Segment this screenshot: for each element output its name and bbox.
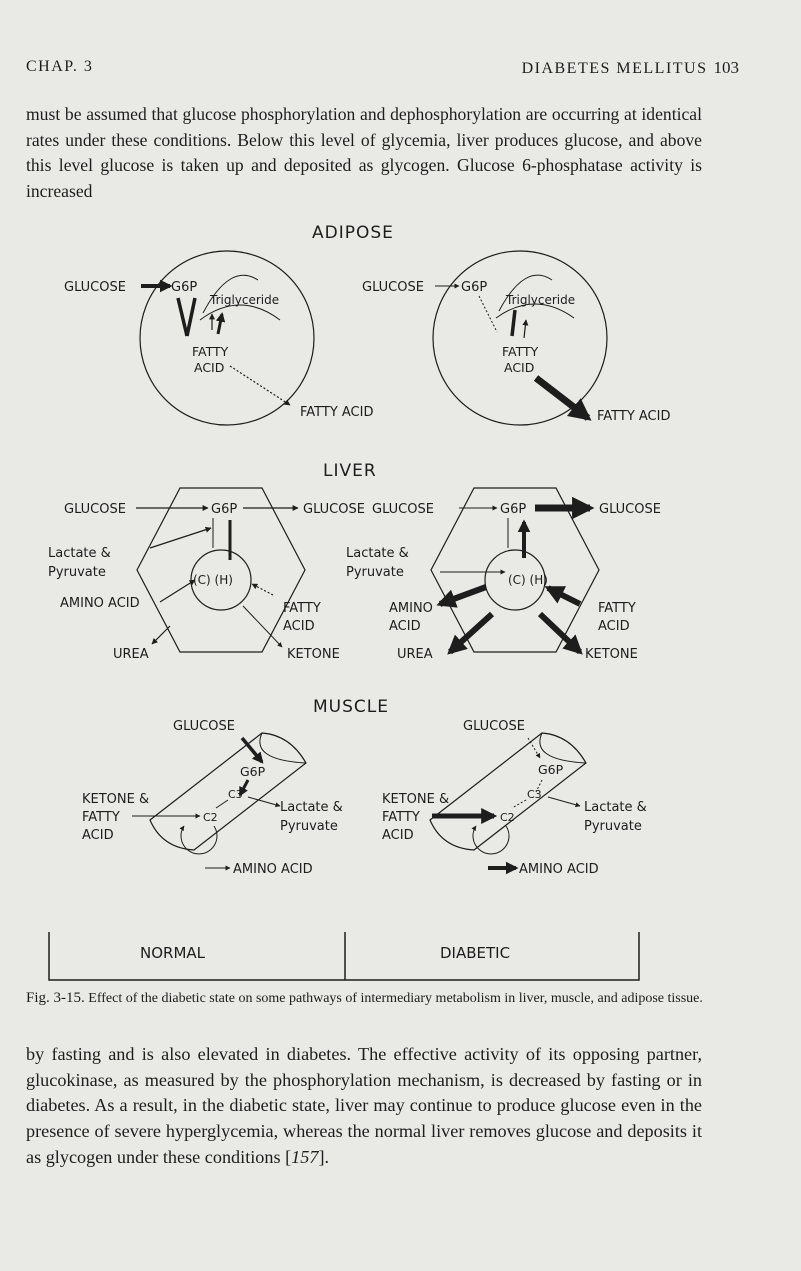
label-triglyceride: Triglyceride <box>209 293 279 307</box>
label-c3: C3 <box>228 788 243 801</box>
running-header-title: DIABETES MELLITUS 103 <box>522 58 739 78</box>
svg-text:GLUCOSE: GLUCOSE <box>303 502 365 517</box>
section-title-adipose: ADIPOSE <box>312 223 394 243</box>
paragraph-bottom-end: ]. <box>318 1146 330 1167</box>
svg-text:AMINO ACID: AMINO ACID <box>233 862 313 877</box>
arrow-fatty-acid-release-normal <box>229 365 291 406</box>
figure-caption: Fig. 3-15. Effect of the diabetic state … <box>26 988 716 1009</box>
label-glucose: GLUCOSE <box>64 280 126 295</box>
svg-text:UREA: UREA <box>397 647 433 662</box>
svg-text:Lactate &: Lactate & <box>280 800 343 815</box>
svg-text:ACID: ACID <box>283 619 315 634</box>
running-header-chapter: CHAP. 3 <box>26 58 94 75</box>
liver-diabetic-lobule <box>430 487 600 653</box>
svg-text:KETONE: KETONE <box>585 647 638 662</box>
svg-text:Lactate &: Lactate & <box>584 800 647 815</box>
svg-text:GLUCOSE: GLUCOSE <box>463 719 525 734</box>
body-paragraph-bottom: by fasting and is also elevated in diabe… <box>26 1042 702 1171</box>
label-g6p: G6P <box>171 280 197 295</box>
svg-text:GLUCOSE: GLUCOSE <box>362 280 424 295</box>
label-c2: C2 <box>203 811 218 824</box>
svg-text:ACID: ACID <box>382 828 414 843</box>
reference-number: 157 <box>291 1146 319 1167</box>
svg-text:FATTY: FATTY <box>382 810 420 825</box>
svg-text:Pyruvate: Pyruvate <box>280 819 338 834</box>
svg-text:FATTY: FATTY <box>502 344 539 359</box>
svg-text:G6P: G6P <box>240 764 266 779</box>
svg-text:(C) (H): (C) (H) <box>508 573 548 587</box>
column-bracket <box>48 932 640 981</box>
label-c-h: (C) (H) <box>193 573 233 587</box>
svg-text:G6P: G6P <box>500 502 526 517</box>
svg-text:G6P: G6P <box>461 280 487 295</box>
label-fatty-acid: FATTY ACID <box>300 405 373 420</box>
label-urea: UREA <box>113 647 149 662</box>
muscle-diabetic-fiber <box>429 732 587 851</box>
svg-text:FATTY: FATTY <box>82 810 120 825</box>
label-amino-acid: AMINO ACID <box>60 596 140 611</box>
svg-text:ACID: ACID <box>598 619 630 634</box>
section-title-muscle: MUSCLE <box>313 697 389 717</box>
muscle-diabetic-tca-cycle <box>471 825 510 855</box>
svg-text:GLUCOSE: GLUCOSE <box>599 502 661 517</box>
page-number: 103 <box>713 58 740 77</box>
adipose-normal-triglyceride-droplet <box>199 304 281 321</box>
paragraph-bottom-text: by fasting and is also elevated in diabe… <box>26 1044 702 1167</box>
muscle-normal-tca-cycle <box>179 825 218 855</box>
arrow-g6p-to-glycerol <box>176 297 189 337</box>
column-label-normal: NORMAL <box>140 944 206 962</box>
label-pyruvate: Pyruvate <box>48 565 106 580</box>
svg-text:FATTY: FATTY <box>283 601 321 616</box>
figure-label: Fig. 3-15. <box>26 990 85 1006</box>
svg-text:G6P: G6P <box>538 762 564 777</box>
liver-diabetic-mitochondrion <box>484 549 546 611</box>
svg-text:ACID: ACID <box>389 619 421 634</box>
svg-text:G6P: G6P <box>211 502 237 517</box>
running-title: DIABETES MELLITUS <box>521 60 708 77</box>
liver-normal-lobule <box>136 487 306 653</box>
svg-text:AMINO ACID: AMINO ACID <box>519 862 599 877</box>
svg-text:ACID: ACID <box>82 828 114 843</box>
svg-text:Pyruvate: Pyruvate <box>346 565 404 580</box>
label-acid: ACID <box>194 360 224 375</box>
caption-text: Effect of the diabetic state on some pat… <box>88 991 703 1006</box>
svg-text:Lactate &: Lactate & <box>346 546 409 561</box>
column-label-diabetic: DIABETIC <box>440 944 510 962</box>
label-fatty: FATTY <box>192 344 229 359</box>
svg-text:FATTY: FATTY <box>598 601 636 616</box>
svg-text:GLUCOSE: GLUCOSE <box>64 502 126 517</box>
label-amino: AMINO <box>389 601 433 616</box>
body-paragraph-top: must be assumed that glucose phosphoryla… <box>26 104 702 201</box>
svg-text:GLUCOSE: GLUCOSE <box>372 502 434 517</box>
label-ketone-and: KETONE & <box>82 792 149 807</box>
svg-text:FATTY ACID: FATTY ACID <box>597 409 670 424</box>
label-lactate: Lactate & <box>48 546 111 561</box>
svg-text:ACID: ACID <box>504 360 534 375</box>
svg-text:Triglyceride: Triglyceride <box>505 293 575 307</box>
arrow-fatty-acid-release-diabetic <box>533 375 592 421</box>
svg-text:GLUCOSE: GLUCOSE <box>173 719 235 734</box>
svg-text:Pyruvate: Pyruvate <box>584 819 642 834</box>
adipose-normal-cell <box>139 250 315 426</box>
svg-text:KETONE &: KETONE & <box>382 792 449 807</box>
adipose-diabetic-cell <box>432 250 608 426</box>
svg-text:C2: C2 <box>500 811 515 824</box>
label-ketone: KETONE <box>287 647 340 662</box>
svg-text:C3: C3 <box>527 788 542 801</box>
section-title-liver: LIVER <box>323 461 377 481</box>
